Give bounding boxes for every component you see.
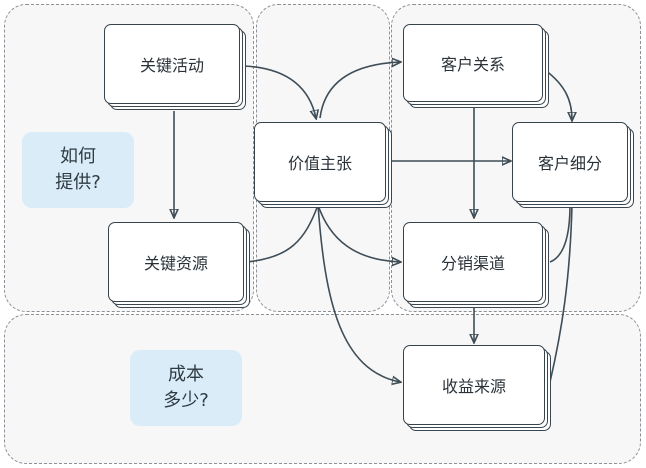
customer-segments-block[interactable]: 客户细分 [512,122,636,210]
key-activities-block[interactable]: 关键活动 [104,24,248,112]
revenue-streams-label: 收益来源 [403,345,545,425]
arrow-segments-to-revenue [549,204,573,383]
value-proposition-label: 价值主张 [254,122,386,202]
channels-block[interactable]: 分销渠道 [403,222,551,310]
value-proposition-block[interactable]: 价值主张 [254,122,394,210]
key-resources-block[interactable]: 关键资源 [108,222,252,310]
arrow-segments-to-channels [549,204,571,263]
arrow-value-to-channels [317,204,400,262]
how-note: 如何 提供? [22,132,134,208]
arrow-activities-to-value [243,65,316,118]
revenue-streams-block[interactable]: 收益来源 [403,345,553,433]
channels-label: 分销渠道 [403,222,543,302]
customer-relationships-label: 客户关系 [403,24,543,102]
key-activities-label: 关键活动 [104,24,240,104]
arrow-value-to-revenue [317,204,400,382]
customer-segments-label: 客户细分 [512,122,628,202]
arrow-relationships-to-segments [544,69,572,120]
arrow-value-to-relationships [319,62,400,119]
cost-note: 成本 多少? [130,350,242,426]
key-resources-label: 关键资源 [108,222,244,302]
arrow-resources-to-value [245,204,319,263]
customer-relationships-block[interactable]: 客户关系 [403,24,551,110]
